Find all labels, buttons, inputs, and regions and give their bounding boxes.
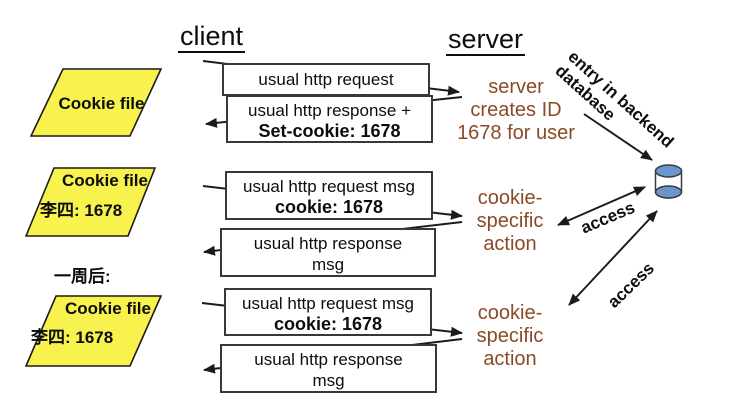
msg-line: usual http response <box>253 234 403 253</box>
parallelogram-shape <box>25 295 163 367</box>
msg-row2-request: usual http request msg cookie: 1678 <box>225 171 433 220</box>
parallelogram-shape <box>25 167 157 237</box>
msg-line: msg <box>311 255 345 274</box>
msg-line-cookie: cookie: 1678 <box>274 197 384 217</box>
cookie-file-label: Cookie file <box>58 94 145 113</box>
msg-line: usual http response + <box>247 101 412 120</box>
cookie-file-3: Cookie file 李四: 1678 <box>25 295 163 367</box>
server-header: server <box>446 24 526 56</box>
note-cookie-action-2: cookie- specific action <box>446 302 574 371</box>
note-line: 1678 for user <box>457 122 575 144</box>
note-cookie-action-1: cookie- specific action <box>446 187 574 256</box>
note-line: creates ID <box>470 99 562 121</box>
msg-row3-request: usual http request msg cookie: 1678 <box>224 288 432 336</box>
cookie-file-label: Cookie file <box>65 299 151 318</box>
cookie-file-label: Cookie file <box>62 171 148 190</box>
msg-line: usual http request msg <box>243 177 415 196</box>
msg-line: usual http request <box>258 70 394 89</box>
note-line: action <box>483 233 537 255</box>
note-line: specific <box>476 325 544 347</box>
cookie-file-2: Cookie file 李四: 1678 <box>25 167 157 237</box>
arrow-entry-to-database <box>583 113 653 161</box>
note-line: action <box>483 348 537 370</box>
week-later-label: 一周后: <box>54 267 111 286</box>
note-line: server <box>488 76 544 98</box>
note-line: cookie- <box>477 302 543 324</box>
note-line: cookie- <box>477 187 543 209</box>
cookie-entry: 李四: 1678 <box>40 201 123 220</box>
msg-row1-request: usual http request <box>222 63 430 96</box>
arrow-access-2 <box>568 210 658 306</box>
msg-line: usual http response <box>254 350 403 369</box>
cookie-entry: 李四: 1678 <box>31 328 114 347</box>
msg-row3-response: usual http response msg <box>220 344 437 393</box>
msg-row1-response: usual http response + Set-cookie: 1678 <box>226 95 433 143</box>
note-server-creates-id: server creates ID 1678 for user <box>437 76 595 145</box>
msg-line: msg <box>312 371 345 390</box>
msg-line-setcookie: Set-cookie: 1678 <box>258 121 401 141</box>
cookie-file-1: Cookie file <box>30 68 163 137</box>
msg-line-cookie: cookie: 1678 <box>273 314 383 334</box>
client-header: client <box>178 21 246 53</box>
note-line: specific <box>476 210 544 232</box>
database-icon <box>654 164 683 199</box>
msg-line: usual http request msg <box>242 294 414 313</box>
parallelogram-shape <box>30 68 163 137</box>
msg-row2-response: usual http response msg <box>220 228 436 277</box>
